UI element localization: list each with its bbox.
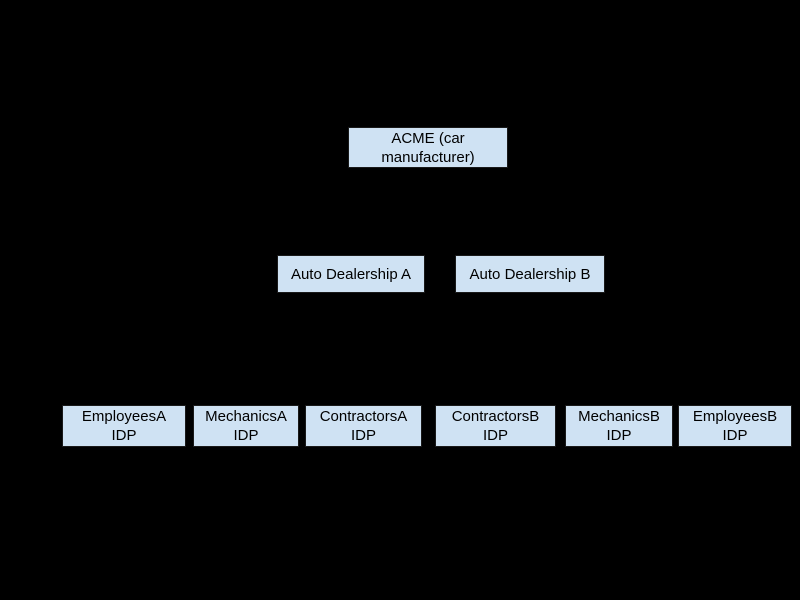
node-auto-dealership-b: Auto Dealership B (455, 255, 605, 293)
node-contractors-b-idp: ContractorsB IDP (435, 405, 556, 447)
node-acme-car-manufacturer: ACME (car manufacturer) (348, 127, 508, 168)
node-employees-a-idp: EmployeesA IDP (62, 405, 186, 447)
node-contractors-a-idp: ContractorsA IDP (305, 405, 422, 447)
node-auto-dealership-a: Auto Dealership A (277, 255, 425, 293)
node-mechanics-a-idp: MechanicsA IDP (193, 405, 299, 447)
node-mechanics-b-idp: MechanicsB IDP (565, 405, 673, 447)
node-employees-b-idp: EmployeesB IDP (678, 405, 792, 447)
